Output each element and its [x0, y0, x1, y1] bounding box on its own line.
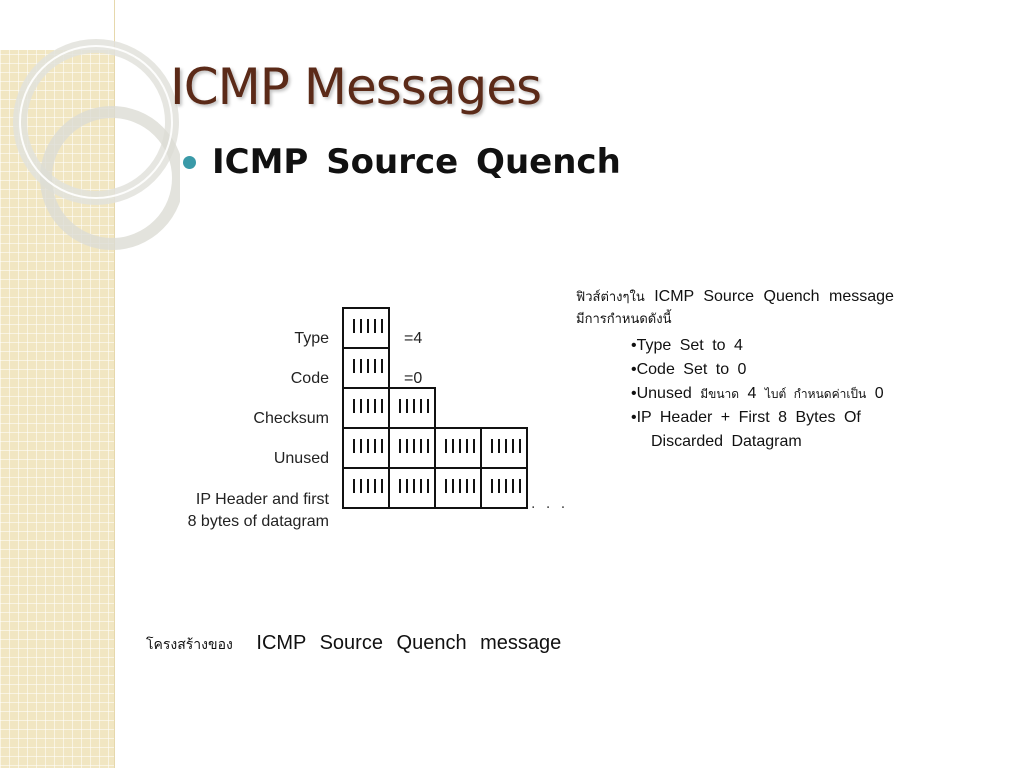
- field-label-type: Type: [294, 330, 329, 347]
- main-bullet: ICMP Source Quench: [183, 142, 621, 182]
- info-heading-thai: ฟิวส์ต่างๆใน: [576, 289, 645, 304]
- unused-value: 0: [874, 385, 884, 402]
- field-label-code: Code: [290, 370, 329, 387]
- list-item: •Code Set to 0: [631, 361, 747, 378]
- byte-cell-ip-1: [342, 467, 390, 509]
- byte-cell-unused-2: [388, 427, 436, 469]
- field-label-unused: Unused: [273, 450, 329, 467]
- list-item: •Type Set to 4: [631, 337, 743, 354]
- unused-prefix: •Unused: [631, 385, 692, 402]
- bullet-text: ICMP Source Quench: [212, 142, 621, 182]
- list-item: •Unused มีขนาด 4 ไบต์ กำหนดค่าเป็น 0: [631, 382, 956, 406]
- unused-suffix-thai: ไบต์ กำหนดค่าเป็น: [764, 387, 867, 401]
- info-heading-text: ICMP Source Quench message: [654, 288, 894, 305]
- byte-cell-checksum-2: [388, 387, 436, 429]
- field-label-ip-header-line1: IP Header and first: [195, 491, 329, 508]
- caption-text: ICMP Source Quench message: [256, 632, 562, 654]
- bullet-dot-icon: [183, 155, 196, 169]
- slide-title: ICMP Messages: [170, 58, 542, 116]
- field-label-ip-header-line2: 8 bytes of datagram: [187, 513, 329, 530]
- caption-thai: โครงสร้างของ: [146, 636, 233, 652]
- decorative-rings: [13, 39, 180, 250]
- ip-header-line2: Discarded Datagram: [651, 433, 802, 450]
- field-description-list: •Type Set to 4 •Code Set to 0 •Unused มี…: [631, 334, 956, 454]
- byte-cell-ip-2: [388, 467, 436, 509]
- ip-header-line1: •IP Header + First 8 Bytes Of: [631, 409, 861, 426]
- byte-cell-ip-4: [480, 467, 528, 509]
- field-label-checksum: Checksum: [253, 410, 329, 427]
- byte-cell-type: [342, 307, 390, 349]
- info-heading-line2-text: มีการกำหนดดังนี้: [576, 311, 672, 326]
- info-heading-line2: มีการกำหนดดังนี้: [576, 308, 956, 330]
- continuation-dots: . . .: [531, 495, 569, 512]
- list-item: •IP Header + First 8 Bytes Of Discarded …: [631, 406, 956, 454]
- type-value: =4: [404, 330, 423, 347]
- byte-cell-checksum-1: [342, 387, 390, 429]
- field-description-box: ฟิวส์ต่างๆใน ICMP Source Quench message …: [576, 286, 956, 454]
- code-value: =0: [404, 370, 423, 387]
- byte-cell-unused-3: [434, 427, 482, 469]
- byte-cell-ip-3: [434, 467, 482, 509]
- info-heading: ฟิวส์ต่างๆใน ICMP Source Quench message: [576, 286, 956, 308]
- diagram-caption: โครงสร้างของ ICMP Source Quench message: [146, 632, 561, 656]
- unused-size-number: 4: [747, 385, 757, 402]
- unused-size-thai: มีขนาด: [700, 387, 740, 401]
- field-label-ip-header: IP Header and first 8 bytes of datagram: [129, 489, 329, 533]
- byte-cell-unused-4: [480, 427, 528, 469]
- byte-cell-code: [342, 347, 390, 389]
- byte-cell-unused-1: [342, 427, 390, 469]
